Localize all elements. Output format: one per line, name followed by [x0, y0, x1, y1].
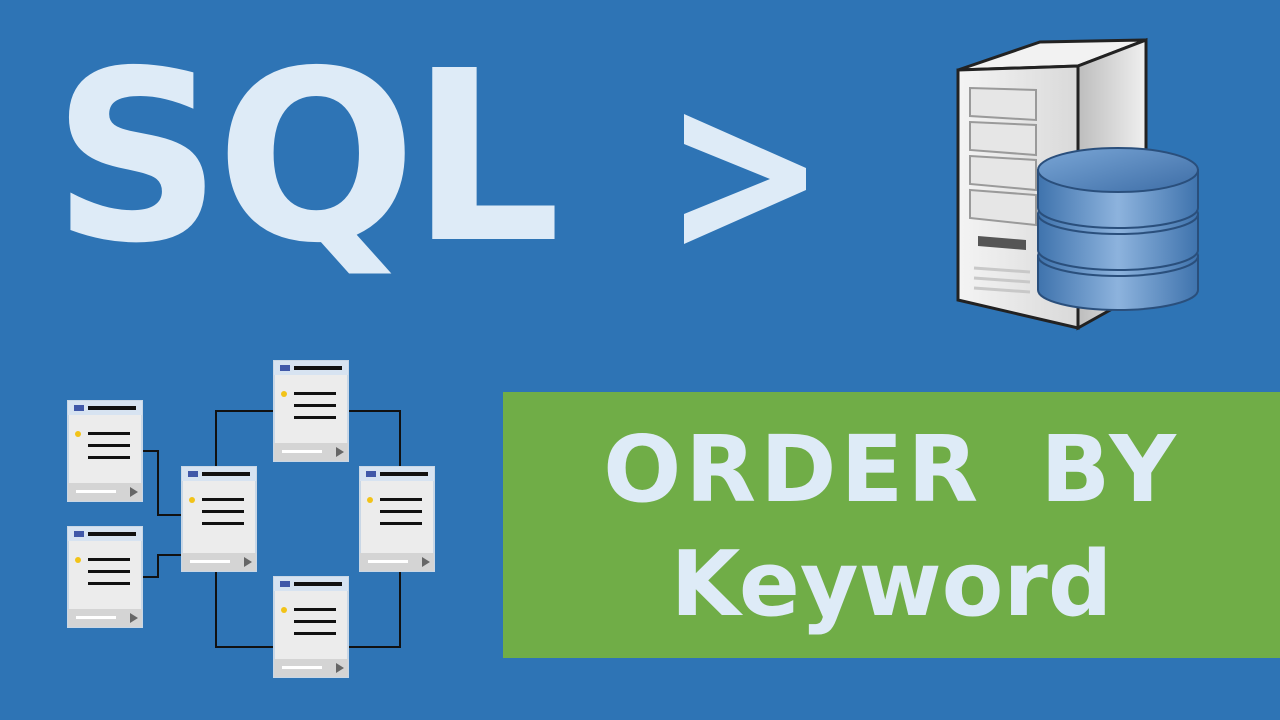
server-database-icon: [956, 37, 1199, 331]
chevron-right-icon: [684, 114, 806, 244]
database-schema-diagram-icon: [67, 360, 435, 678]
order-by-banner: ORDER BY Keyword: [503, 392, 1280, 658]
banner-line-2: Keyword: [670, 532, 1113, 637]
sql-title: SQL: [52, 20, 561, 295]
banner-line-1: ORDER BY: [603, 416, 1180, 523]
